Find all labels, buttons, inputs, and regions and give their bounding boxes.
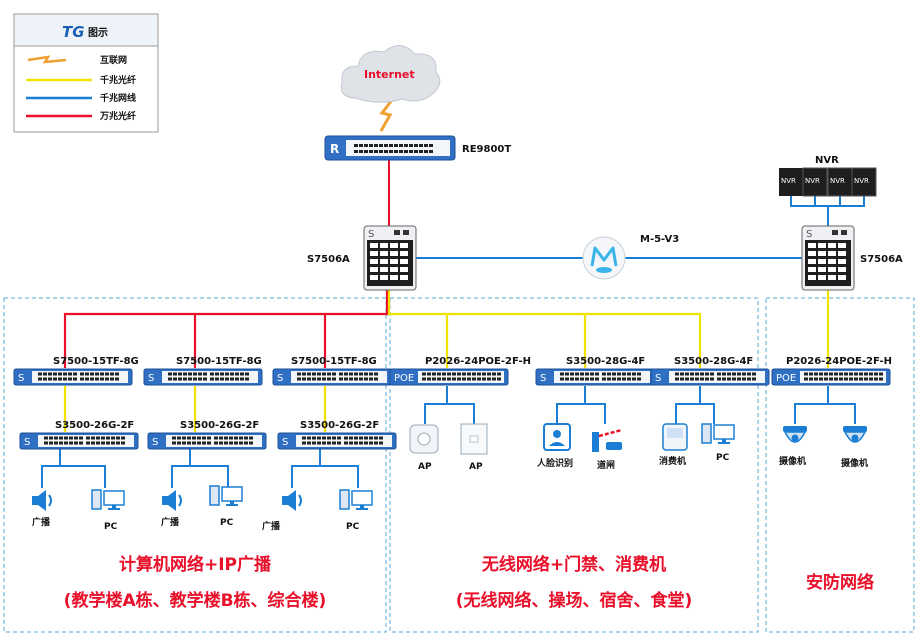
endpoint-label: PC (104, 522, 118, 532)
agg-switch-3-badge: S (277, 373, 283, 384)
endpoint-label: 摄像机 (779, 455, 806, 467)
face-recognition-icon (543, 423, 571, 451)
internet-cloud-icon: Internet (340, 45, 441, 103)
endpoint-label: PC (716, 453, 730, 463)
router-device: R (324, 135, 456, 161)
internet-link (379, 99, 394, 132)
zone-computer-title: 计算机网络+IP广播 (119, 554, 272, 575)
wireless-switch-b-badge: S (540, 373, 546, 384)
barrier-gate-icon (592, 428, 623, 452)
router-label: RE9800T (462, 144, 511, 155)
access-switch-1: S (20, 433, 138, 449)
legend-item-gigabit-fiber: 千兆光纤 (100, 74, 136, 86)
legend-item-gigabit-cable: 千兆网线 (100, 92, 136, 104)
agg-switch-2-badge: S (148, 373, 154, 384)
link-nvr (790, 196, 865, 226)
camera-icon (782, 425, 808, 443)
wireless-poe-switch-label: P2026-24POE-2F-H (425, 356, 531, 367)
access-switch-2-badge: S (152, 437, 158, 448)
access-switch-3-label: S3500-26G-2F (300, 420, 379, 431)
legend: TG 图示 互联网 千兆光纤 千兆网线 万兆光纤 (13, 13, 159, 133)
pc-icon (339, 489, 373, 511)
zone-computer-frame (3, 297, 387, 633)
legend-logo: TG (62, 23, 85, 41)
endpoint-label: AP (418, 462, 432, 472)
controller-label: M-5-V3 (640, 234, 679, 245)
endpoint-label: AP (469, 462, 483, 472)
link-core-wireless (387, 290, 702, 368)
agg-switch-3-label: S7500-15TF-8G (291, 356, 377, 367)
endpoint-label: 广播 (161, 516, 180, 528)
endpoint-label: 摄像机 (841, 457, 868, 469)
wireless-switch-c: S (651, 369, 769, 385)
camera-icon (842, 425, 868, 443)
wireless-switch-b-label: S3500-28G-4F (566, 356, 645, 367)
agg-switch-1: S (14, 369, 132, 385)
zone-wireless-title: 无线网络+门禁、消费机 (481, 554, 666, 575)
security-poe-switch: POE (772, 369, 890, 385)
pc-icon (91, 489, 125, 511)
agg-switch-2: S (144, 369, 262, 385)
wireless-switch-b: S (536, 369, 654, 385)
legend-title: 图示 (88, 27, 108, 39)
nvr-group: NVR NVR NVR NVR (779, 167, 877, 197)
endpoint-label: 消费机 (659, 455, 686, 467)
access-switch-2-label: S3500-26G-2F (180, 420, 259, 431)
nvr-unit-3: NVR (830, 177, 845, 185)
zone-security-title: 安防网络 (806, 572, 874, 593)
endpoint-label: PC (220, 518, 234, 528)
zone-wireless-frame (389, 297, 759, 633)
access-switch-1-badge: S (24, 437, 30, 448)
zone-computer-subtitle: (教学楼A栋、教学楼B栋、综合楼) (64, 590, 327, 611)
speaker-icon (281, 489, 302, 512)
core-left-badge: S (368, 229, 374, 240)
access-switch-3-badge: S (282, 437, 288, 448)
wireless-switch-c-badge: S (655, 373, 661, 384)
wireless-poe-badge: POE (394, 373, 414, 384)
endpoint-label: 人脸识别 (536, 457, 573, 469)
access-switch-2: S (148, 433, 266, 449)
controller-icon (582, 236, 626, 280)
access-point-icon (460, 423, 488, 455)
core-switch-left: S (363, 225, 417, 291)
security-poe-switch-label: P2026-24POE-2F-H (786, 356, 892, 367)
link-core-agg (63, 290, 389, 368)
agg-switch-3: S (273, 369, 391, 385)
core-right-label: S7506A (860, 254, 903, 265)
wireless-switch-c-label: S3500-28G-4F (674, 356, 753, 367)
agg-switch-1-badge: S (18, 373, 24, 384)
pc-icon (701, 423, 735, 445)
zone-security-frame (765, 297, 915, 633)
router-badge: R (330, 142, 339, 156)
speaker-icon (31, 489, 52, 512)
security-poe-badge: POE (776, 373, 796, 384)
endpoint-label: PC (346, 522, 360, 532)
endpoint-label: 广播 (32, 516, 51, 528)
core-switch-right: S (801, 225, 855, 291)
speaker-icon (161, 489, 182, 512)
core-right-badge: S (806, 229, 812, 240)
nvr-unit-2: NVR (805, 177, 820, 185)
access-point-icon (409, 424, 439, 454)
nvr-label: NVR (815, 155, 839, 166)
internet-label: Internet (364, 68, 415, 81)
nvr-unit-4: NVR (854, 177, 869, 185)
core-left-label: S7506A (307, 254, 350, 265)
legend-item-internet: 互联网 (100, 54, 127, 66)
zone-wireless-subtitle: (无线网络、操场、宿舍、食堂) (456, 590, 693, 611)
endpoint-label: 广播 (262, 520, 281, 532)
pos-terminal-icon (662, 423, 688, 451)
legend-internet-swatch (27, 55, 67, 64)
access-switch-1-label: S3500-26G-2F (55, 420, 134, 431)
agg-switch-2-label: S7500-15TF-8G (176, 356, 262, 367)
agg-switch-1-label: S7500-15TF-8G (53, 356, 139, 367)
pc-icon (209, 485, 243, 507)
wireless-poe-switch: POE (390, 369, 508, 385)
endpoint-label: 道闸 (597, 459, 615, 471)
legend-item-10g-fiber: 万兆光纤 (99, 110, 136, 122)
access-switch-3: S (278, 433, 396, 449)
nvr-unit-1: NVR (781, 177, 796, 185)
